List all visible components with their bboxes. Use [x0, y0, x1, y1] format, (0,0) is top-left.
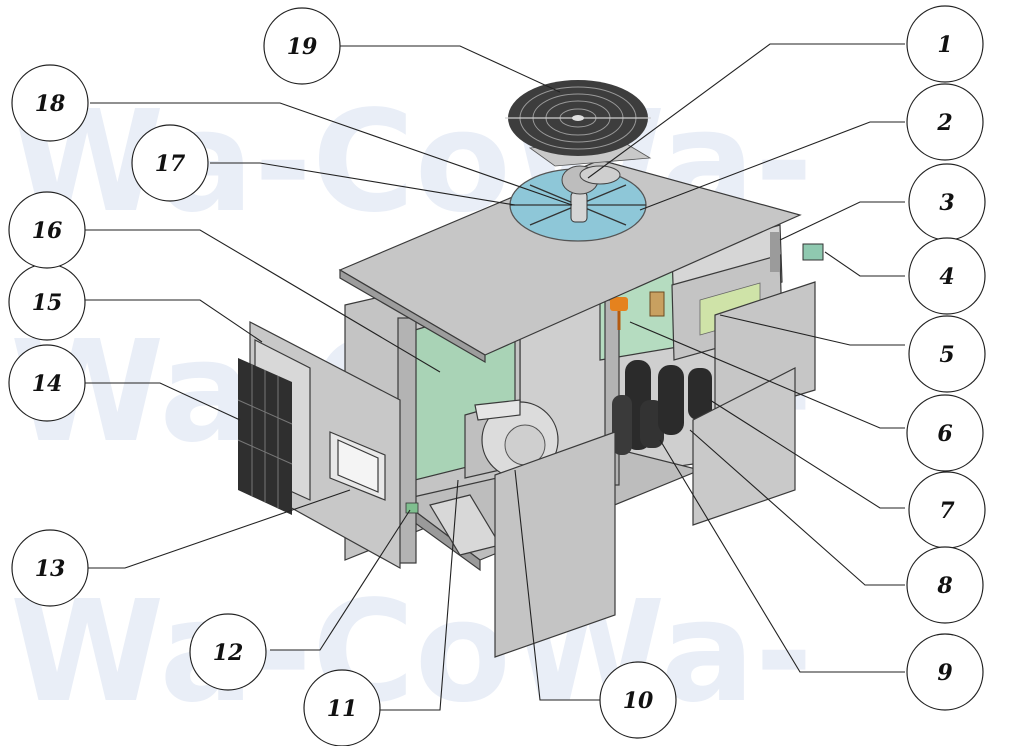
compressor-4 — [688, 368, 712, 420]
callout-7: 7 — [908, 471, 986, 549]
callout-9: 9 — [906, 633, 984, 711]
callout-19-label: 19 — [287, 34, 318, 60]
callout-13-label: 13 — [35, 556, 66, 582]
drain-fitting — [405, 502, 419, 514]
leader-12 — [270, 509, 411, 651]
callout-2-label: 2 — [936, 110, 952, 136]
watermark-row-3: Wa-CoWa- — [10, 571, 813, 734]
leader-13 — [88, 489, 351, 569]
leader-9 — [659, 439, 905, 673]
callout-13: 13 — [11, 529, 89, 607]
callout-16-label: 16 — [32, 218, 63, 244]
leader-8 — [689, 429, 905, 586]
front-access-panel — [494, 431, 616, 658]
expansion-valve — [610, 291, 665, 330]
leader-19 — [340, 45, 561, 93]
blower-assembly — [464, 399, 559, 479]
callout-18-label: 18 — [35, 91, 66, 117]
callout-1-label: 1 — [937, 32, 952, 58]
filter-grille-rail-1 — [237, 399, 293, 425]
electrical-box-vents — [770, 232, 780, 272]
fan-guard-hub — [572, 115, 584, 121]
callout-10-label: 10 — [623, 688, 654, 714]
callout-14-label: 14 — [32, 371, 63, 397]
callout-8-label: 8 — [936, 573, 952, 599]
blower-outlet — [474, 399, 521, 421]
leader-16 — [85, 229, 441, 373]
leader-2 — [639, 121, 905, 211]
callout-9-label: 9 — [937, 660, 952, 686]
hvac-unit — [237, 80, 824, 658]
leader-7 — [709, 399, 905, 509]
compressors — [612, 360, 712, 455]
filter-drier — [649, 291, 665, 317]
filter-grille-rail-2 — [237, 439, 293, 465]
callout-15-label: 15 — [32, 290, 63, 316]
callout-11-label: 11 — [327, 696, 358, 722]
callout-17: 17 — [131, 124, 209, 202]
leader-15 — [85, 299, 263, 343]
callout-4: 4 — [908, 237, 986, 315]
callout-7-label: 7 — [939, 498, 955, 524]
compressor-3 — [658, 365, 684, 435]
front-left-post — [397, 317, 417, 564]
callouts: 1 2 3 4 5 6 7 8 9 10 11 12 13 14 15 16 1… — [8, 5, 986, 746]
callout-15: 15 — [8, 263, 86, 341]
callout-2: 2 — [906, 83, 984, 161]
leader-18 — [90, 102, 573, 206]
compressor-5 — [612, 395, 632, 455]
valve-body — [610, 297, 628, 311]
fan-blade-2 — [579, 165, 621, 185]
leader-14 — [85, 382, 241, 421]
callout-6-label: 6 — [937, 421, 952, 447]
return-air-inner — [337, 439, 379, 493]
callout-4-label: 4 — [939, 264, 954, 290]
lower-right-service-panel — [692, 367, 796, 526]
leader-4 — [824, 251, 905, 277]
leader-lines — [85, 43, 905, 711]
callout-12: 12 — [189, 613, 267, 691]
callout-5-label: 5 — [939, 342, 954, 368]
top-panel-edge — [339, 268, 486, 364]
leader-3 — [779, 201, 905, 241]
leader-17 — [210, 162, 516, 206]
fan-guard — [505, 80, 651, 156]
callout-8: 8 — [906, 546, 984, 624]
fan-motor — [570, 191, 588, 223]
leader-6 — [629, 321, 905, 429]
callout-19: 19 — [263, 7, 341, 85]
callout-6: 6 — [906, 394, 984, 472]
callout-18: 18 — [11, 64, 89, 142]
leader-5 — [719, 314, 905, 346]
callout-12-label: 12 — [213, 640, 244, 666]
callout-3-label: 3 — [939, 190, 954, 216]
callout-11: 11 — [303, 669, 381, 746]
filter-grille — [237, 358, 293, 515]
leader-10 — [514, 469, 600, 701]
callout-17-label: 17 — [155, 151, 186, 177]
leader-11 — [375, 479, 459, 711]
leader-1 — [587, 43, 905, 179]
callout-3: 3 — [908, 163, 986, 241]
callout-14: 14 — [8, 344, 86, 422]
callout-10: 10 — [599, 661, 677, 739]
callout-5: 5 — [908, 315, 986, 393]
thermostat — [802, 243, 824, 261]
callout-16: 16 — [8, 191, 86, 269]
callout-1: 1 — [906, 5, 984, 83]
